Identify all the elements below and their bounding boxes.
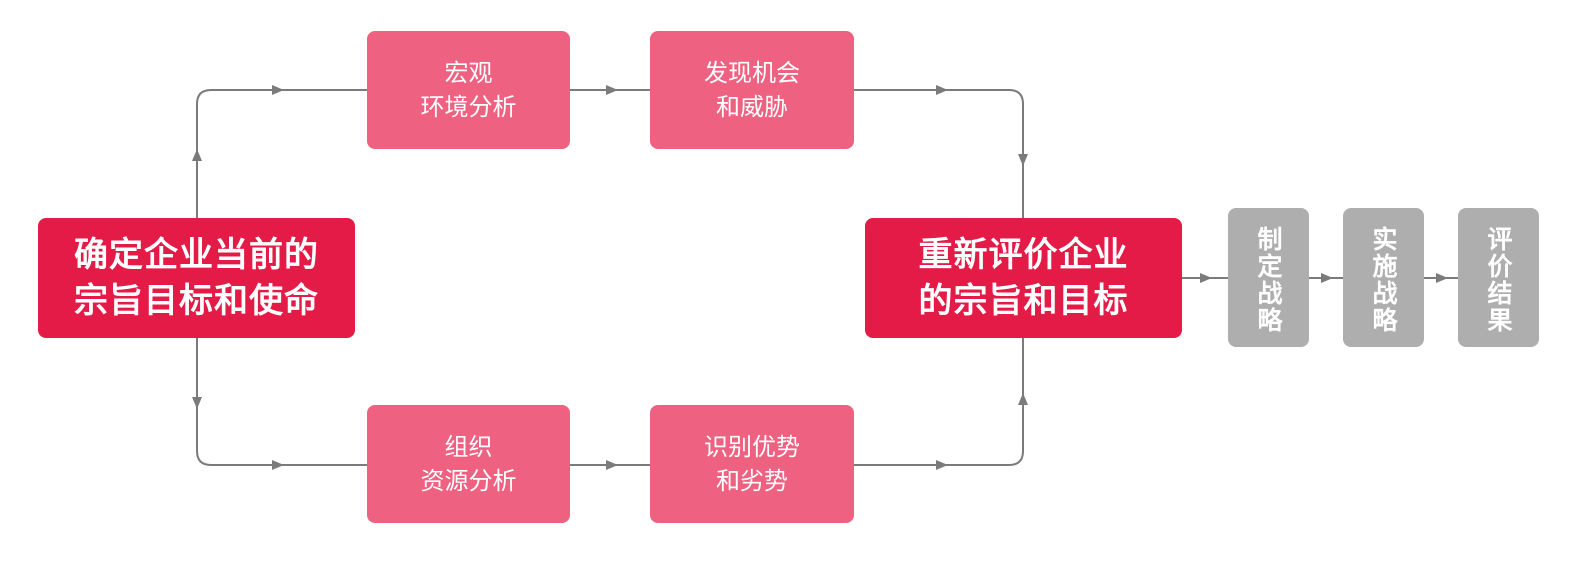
node-organization-label: 组织 资源分析 [420,433,517,495]
arrowhead-right-macro-in [272,85,284,95]
node-reassess-label: 重新评价企业 的宗旨和目标 [918,235,1129,321]
node-organization-resources: 组织 资源分析 [367,405,570,523]
node-implement-strategy: 实施战略 [1343,208,1424,347]
arrowhead-up-left-top [192,149,202,161]
node-reassess: 重新评价企业 的宗旨和目标 [865,218,1182,338]
node-evaluate-label: 评价结果 [1484,225,1513,334]
node-strengths-label: 识别优势 和劣势 [704,433,800,495]
node-strengths-weaknesses: 识别优势 和劣势 [650,405,854,523]
node-mission: 确定企业当前的 宗旨目标和使命 [38,218,355,338]
node-opportunities-threats: 发现机会 和威胁 [650,31,854,149]
edge-mission-macro [196,89,367,218]
arrowhead-right-opportunities-in [606,85,618,95]
arrowhead-down-reassess-in [1018,154,1028,166]
edge-opportunities-reassess [854,89,1024,218]
arrowhead-down-left-bottom [192,397,202,409]
edge-strengths-reassess [854,338,1024,466]
node-mission-label: 确定企业当前的 宗旨目标和使命 [74,235,319,321]
arrowhead-right-evaluate-in [1436,273,1448,283]
node-macro-label: 宏观 环境分析 [420,59,517,121]
arrowhead-right-top-right [936,85,948,95]
arrowhead-right-organization-in [272,460,284,470]
node-macro-environment: 宏观 环境分析 [367,31,570,149]
node-opportunities-label: 发现机会 和威胁 [704,59,800,121]
node-evaluate-results: 评价结果 [1458,208,1539,347]
node-formulate-label: 制定战略 [1254,225,1283,334]
arrowhead-right-bottom-right [936,460,948,470]
node-formulate-strategy: 制定战略 [1228,208,1309,347]
arrowhead-right-formulate-in [1200,273,1212,283]
edge-mission-organization [196,338,367,466]
arrowhead-up-reassess-in [1018,393,1028,405]
arrowhead-right-strengths-in [606,460,618,470]
node-implement-label: 实施战略 [1369,225,1398,334]
arrowhead-right-implement-in [1321,273,1333,283]
